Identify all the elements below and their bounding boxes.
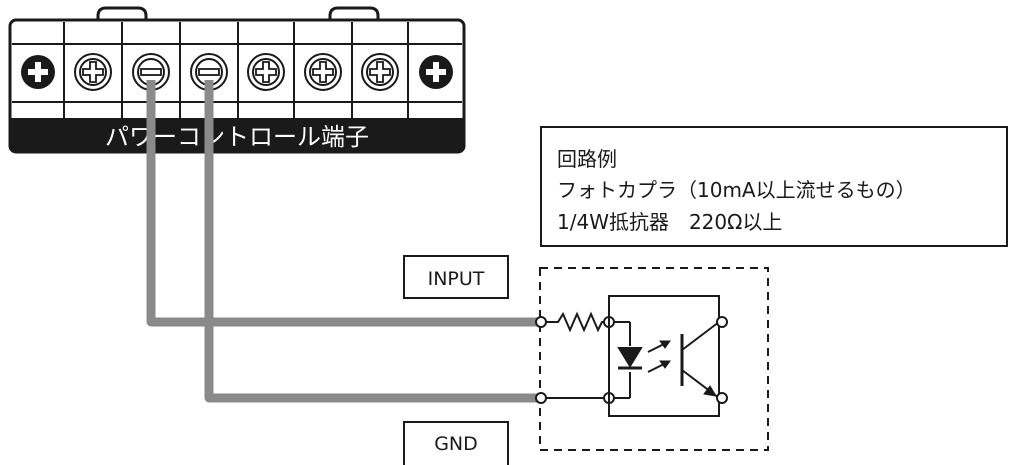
circuit-note-title: 回路例 bbox=[557, 147, 617, 171]
gnd-label-box: GND bbox=[403, 421, 509, 465]
resistor-icon bbox=[546, 311, 604, 333]
circuit bbox=[535, 295, 728, 417]
terminal-block: パワーコントロール端子 bbox=[8, 6, 466, 154]
led-icon bbox=[617, 347, 643, 370]
mount-plus-icon-right bbox=[419, 55, 453, 89]
screw-terminal-3 bbox=[190, 53, 228, 91]
input-label: INPUT bbox=[428, 268, 485, 290]
circuit-dashed-box bbox=[539, 267, 769, 451]
jumper-right bbox=[328, 6, 380, 60]
screw-terminal-6 bbox=[361, 53, 399, 91]
circuit-note-resistor: 1/4W抵抗器 220Ω以上 bbox=[557, 210, 782, 234]
photocoupler-body bbox=[608, 295, 720, 417]
screw-terminal-5 bbox=[304, 53, 342, 91]
screw-terminal-4 bbox=[247, 53, 285, 91]
input-wire bbox=[146, 80, 538, 327]
input-label-box: INPUT bbox=[403, 255, 509, 299]
screw-terminal-1 bbox=[74, 53, 112, 91]
input-node bbox=[535, 316, 547, 328]
phototransistor-icon bbox=[680, 321, 720, 399]
mount-plus-icon-left bbox=[21, 55, 55, 89]
circuit-note-box bbox=[540, 126, 1008, 247]
gnd-label: GND bbox=[434, 433, 478, 455]
emitter-node bbox=[716, 392, 728, 404]
gnd-wire bbox=[204, 80, 538, 403]
jumper-left bbox=[96, 6, 148, 60]
wires bbox=[146, 80, 538, 403]
terminal-block-label: パワーコントロール端子 bbox=[105, 123, 369, 151]
collector-node bbox=[716, 316, 728, 328]
gnd-node bbox=[535, 392, 547, 404]
light-arrow-icon bbox=[647, 340, 671, 373]
circuit-note-photocoupler: フォトカプラ（10mA以上流せるもの） bbox=[557, 178, 916, 202]
circuit-note: 回路例 フォトカプラ（10mA以上流せるもの） 1/4W抵抗器 220Ω以上 bbox=[540, 126, 1008, 247]
